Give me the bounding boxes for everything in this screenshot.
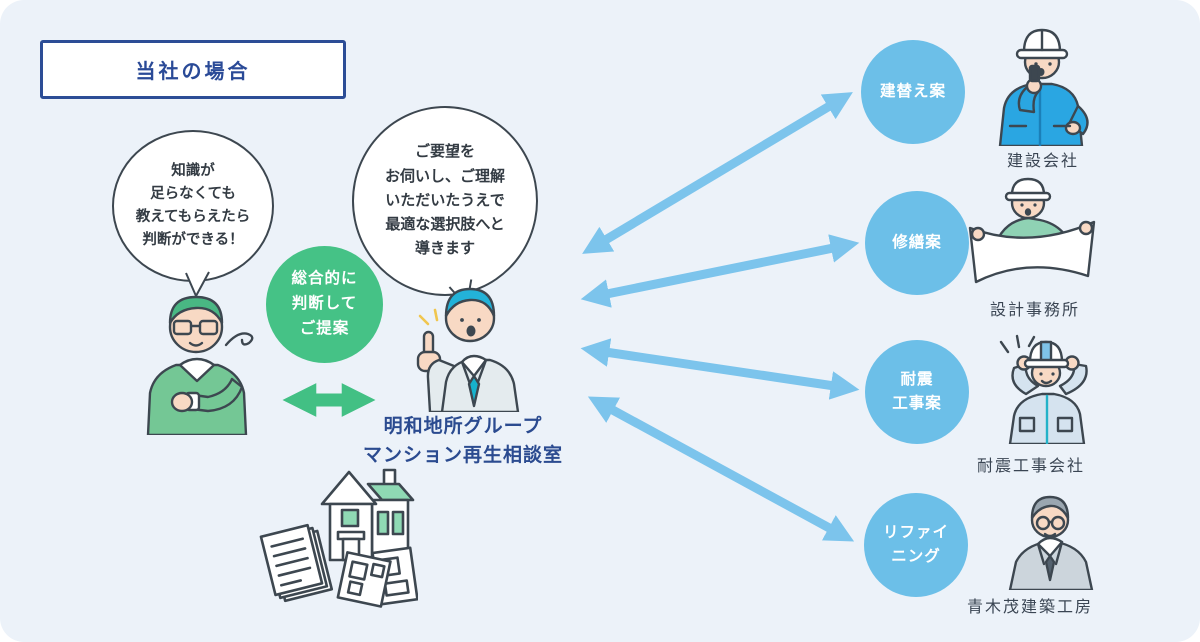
floorplan-icon	[336, 546, 418, 608]
proposal-circle-repair: 修繕案	[865, 191, 969, 295]
bubble-line: いただいたうえで	[385, 191, 505, 209]
badge-line: 総合的に	[291, 270, 358, 288]
circle-line: 耐震	[900, 370, 934, 388]
bubble-line: 導きます	[414, 240, 475, 258]
architect-designer-icon	[968, 177, 1096, 284]
house-and-documents-illustration	[259, 468, 418, 608]
title-box: 当社の場合	[40, 40, 346, 99]
badge-line: ご提案	[299, 319, 350, 337]
partner-label-construction: 建設会社	[1006, 153, 1079, 170]
partner-label-aoki-studio: 青木茂建築工房	[966, 599, 1093, 616]
consultant-label-line: マンション再生相談室	[362, 445, 563, 467]
construction-worker-icon	[998, 28, 1089, 146]
seismic-worker-icon	[999, 334, 1088, 444]
proposal-circle-rebuild: 建替え案	[861, 40, 965, 144]
house-icon	[320, 468, 415, 562]
consultant-speech-bubble: ご要望を お伺いし、ご理解 いただいたうえで 最適な選択肢へと 導きます	[352, 106, 538, 296]
senior-architect-icon	[1008, 495, 1094, 590]
circle-line: ニング	[891, 548, 941, 565]
arrow-rebuild-icon	[582, 92, 853, 254]
consultant-label-line: 明和地所グループ	[383, 416, 543, 437]
circle-line: 建替え案	[879, 82, 946, 100]
circle-line: 修繕案	[892, 233, 942, 251]
consultant-label: 明和地所グループ マンション再生相談室	[338, 412, 588, 471]
comprehensive-proposal-badge: 総合的に 判断して ご提案	[266, 246, 383, 363]
documents-icon	[259, 523, 334, 603]
partner-label-design-office: 設計事務所	[989, 302, 1080, 319]
partner-label-seismic-company: 耐震工事会社	[976, 458, 1085, 475]
arrow-repair-icon	[580, 234, 860, 308]
bubble-line: 教えてもらえたら	[135, 209, 251, 225]
consultant-person-icon	[416, 287, 520, 412]
sparkle-icon	[418, 308, 439, 326]
badge-line: 判断して	[291, 295, 358, 313]
arrow-seismic-icon	[580, 338, 860, 400]
resident-speech-bubble: 知識が 足らなくても 教えてもらえたら 判断ができる！	[112, 130, 274, 282]
arrow-refining-icon	[587, 396, 855, 542]
sparkle-icon	[999, 334, 1036, 354]
proposal-circle-seismic: 耐震 工事案	[865, 340, 969, 444]
resident-person-icon	[146, 295, 254, 435]
bubble-line: ご要望を	[414, 143, 475, 161]
proposal-circle-refining: リファイ ニング	[864, 493, 968, 597]
circle-line: 工事案	[892, 395, 942, 412]
bubble-line: 知識が	[171, 162, 215, 179]
bubble-line: お伺いし、ご理解	[384, 167, 505, 185]
bubble-line: 足らなくても	[150, 185, 236, 202]
bubble-line: 判断ができる！	[142, 232, 244, 249]
circle-line: リファイ	[882, 523, 949, 541]
title-label: 当社の場合	[135, 61, 251, 83]
bubble-line: 最適な選択肢へと	[385, 216, 505, 234]
